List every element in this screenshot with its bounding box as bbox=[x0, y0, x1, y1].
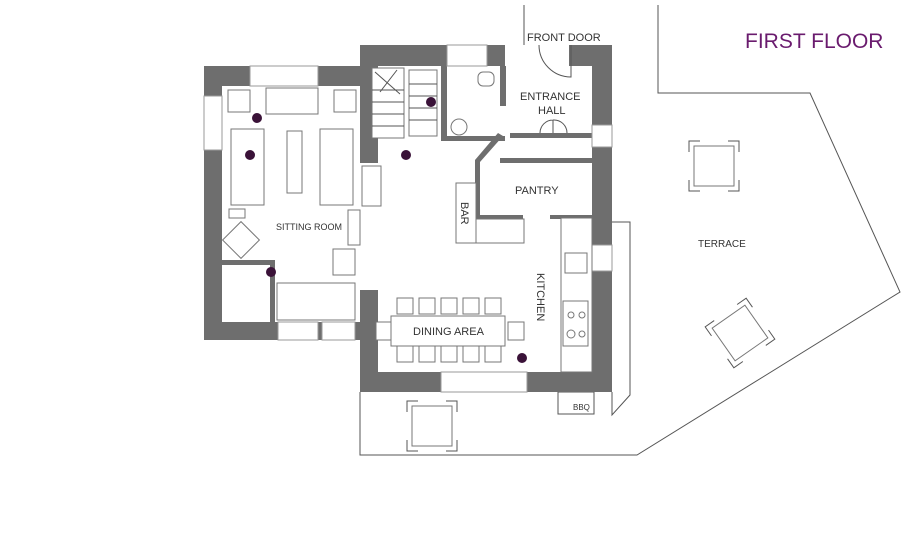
camera-marker-icon[interactable] bbox=[426, 97, 436, 107]
hall-double-door[interactable] bbox=[539, 119, 568, 134]
label-bar: BAR bbox=[458, 202, 470, 225]
terrace-table-lower bbox=[406, 400, 458, 452]
label-entrance-hall: ENTRANCE bbox=[520, 91, 581, 103]
terrace-table-right bbox=[704, 297, 776, 369]
dining-chair bbox=[418, 297, 436, 315]
camera-marker-icon[interactable] bbox=[517, 353, 527, 363]
label-terrace: TERRACE bbox=[698, 239, 746, 250]
dining-table bbox=[375, 297, 525, 363]
floor-title: FIRST FLOOR bbox=[745, 30, 883, 53]
terrace-table-upper bbox=[688, 140, 740, 192]
dining-chair bbox=[440, 297, 458, 315]
dining-chair bbox=[462, 297, 480, 315]
camera-view-markers[interactable] bbox=[245, 97, 527, 363]
label-dining-area: DINING AREA bbox=[413, 326, 485, 338]
label-kitchen: KITCHEN bbox=[534, 273, 546, 321]
front-door[interactable] bbox=[538, 44, 572, 78]
staircase[interactable] bbox=[371, 67, 438, 139]
bar-counter bbox=[455, 182, 525, 244]
label-bbq: BBQ bbox=[573, 403, 590, 412]
wc-fixtures bbox=[450, 71, 495, 136]
label-pantry: PANTRY bbox=[515, 185, 559, 197]
dining-chair bbox=[375, 321, 393, 341]
label-entrance-hall-2: HALL bbox=[538, 105, 566, 117]
dining-chair bbox=[484, 345, 502, 363]
camera-marker-icon[interactable] bbox=[401, 150, 411, 160]
sitting-room-furniture bbox=[221, 87, 382, 321]
kitchen-counter bbox=[560, 217, 593, 373]
dining-chair bbox=[484, 297, 502, 315]
dining-chair bbox=[507, 321, 525, 341]
dining-chair bbox=[396, 297, 414, 315]
camera-marker-icon[interactable] bbox=[245, 150, 255, 160]
dining-chair bbox=[462, 345, 480, 363]
dining-chair bbox=[418, 345, 436, 363]
dining-chair bbox=[396, 345, 414, 363]
label-sitting-room: SITTING ROOM bbox=[276, 222, 342, 232]
camera-marker-icon[interactable] bbox=[266, 267, 276, 277]
dining-table-top bbox=[390, 315, 506, 347]
dining-chair bbox=[440, 345, 458, 363]
camera-marker-icon[interactable] bbox=[252, 113, 262, 123]
windows bbox=[203, 44, 613, 393]
label-front-door: FRONT DOOR bbox=[527, 32, 601, 44]
